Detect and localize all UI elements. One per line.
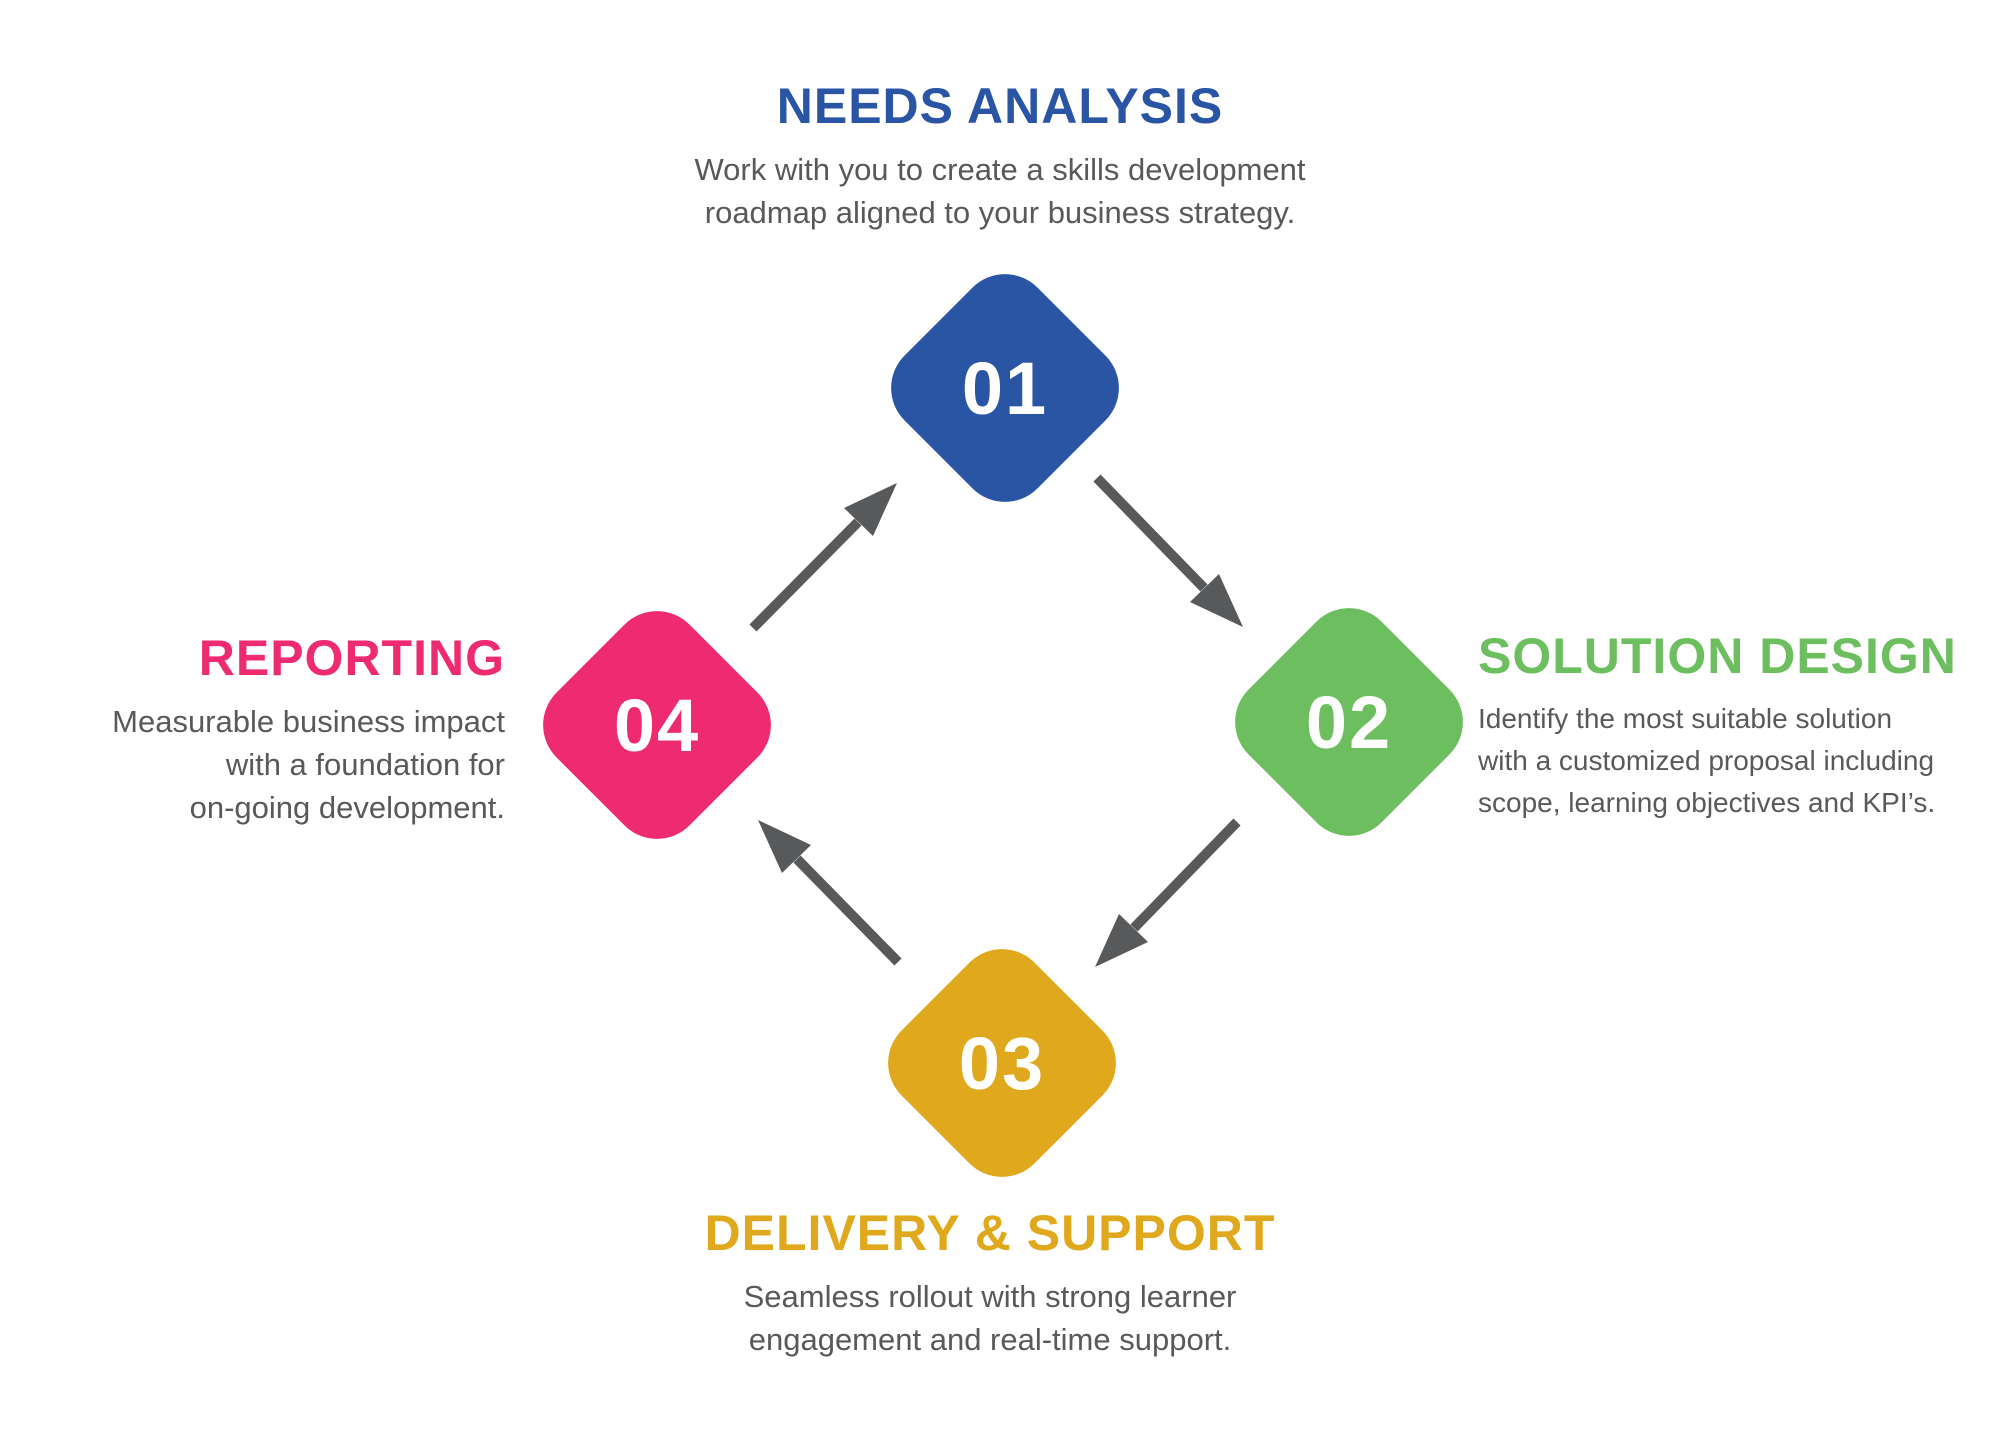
solution-design-desc-line-1: Identify the most suitable solution (1478, 703, 1893, 734)
solution-design-title: SOLUTION DESIGN (1478, 628, 1957, 684)
needs-analysis-description: Work with you to create a skills develop… (650, 148, 1350, 234)
solution-design-diamond: 02 (1216, 589, 1482, 855)
needs-analysis-desc-line-1: Work with you to create a skills develop… (694, 152, 1306, 187)
arrow-step4-to-step1 (749, 483, 897, 632)
delivery-support-diamond: 03 (869, 930, 1135, 1196)
delivery-support-title: DELIVERY & SUPPORT (704, 1205, 1276, 1261)
reporting-number: 04 (613, 683, 701, 767)
delivery-support-desc-line-1: Seamless rollout with strong learner (743, 1279, 1237, 1314)
arrow-step3-to-step4 (758, 820, 902, 966)
arrow-step1-to-step2 (1093, 474, 1243, 627)
reporting-description: Measurable business impact with a founda… (60, 700, 505, 829)
reporting-diamond: 04 (524, 592, 790, 858)
reporting-desc-line-3: on-going development. (189, 790, 505, 825)
needs-analysis-label: NEEDS ANALYSIS Work with you to create a… (650, 78, 1350, 234)
arrow-step2-to-step3 (1095, 818, 1241, 967)
solution-design-number: 02 (1305, 680, 1393, 764)
solution-design-description: Identify the most suitable solution with… (1478, 698, 2000, 824)
reporting-label: REPORTING Measurable business impact wit… (60, 630, 505, 829)
needs-analysis-diamond: 01 (872, 255, 1138, 521)
reporting-title: REPORTING (198, 630, 505, 686)
solution-design-label: SOLUTION DESIGN Identify the most suitab… (1478, 628, 2000, 824)
delivery-support-number: 03 (958, 1021, 1046, 1105)
solution-design-desc-line-3: scope, learning objectives and KPI’s. (1478, 787, 1936, 818)
reporting-desc-line-2: with a foundation for (225, 747, 505, 782)
delivery-support-label: DELIVERY & SUPPORT Seamless rollout with… (590, 1205, 1390, 1361)
delivery-support-description: Seamless rollout with strong learner eng… (590, 1275, 1390, 1361)
needs-analysis-number: 01 (961, 346, 1049, 430)
needs-analysis-title: NEEDS ANALYSIS (776, 78, 1224, 134)
reporting-desc-line-1: Measurable business impact (112, 704, 505, 739)
needs-analysis-desc-line-2: roadmap aligned to your business strateg… (704, 195, 1296, 230)
delivery-support-desc-line-2: engagement and real-time support. (748, 1322, 1232, 1357)
solution-design-desc-line-2: with a customized proposal including (1478, 745, 1935, 776)
